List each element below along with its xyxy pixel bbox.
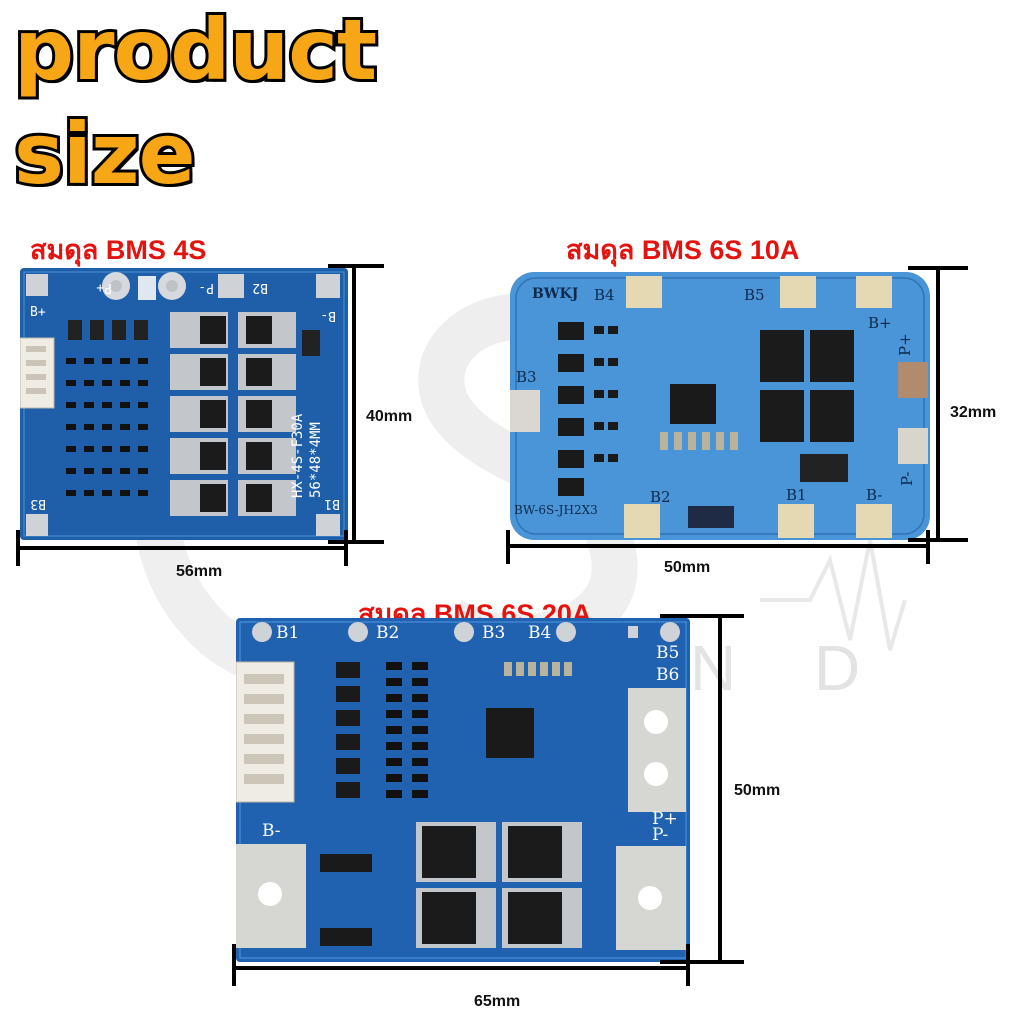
silk-model: HX-4S-F30A (290, 413, 306, 498)
silk-b2: B2 (376, 623, 399, 643)
silk-b4: B4 (594, 286, 615, 304)
ruler-tick (232, 944, 236, 986)
silk-b5: B5 (744, 286, 765, 304)
board-4s-image: P+ P- B2 B+ B- B3 B1 HX-4S-F30A 56*48*4M… (20, 268, 348, 540)
ruler-tick (686, 944, 690, 986)
silk-b3: B3 (482, 623, 505, 643)
ruler-tick (328, 264, 384, 268)
silk-p-plus: P+ (96, 280, 112, 295)
board-4s-height: 40mm (366, 408, 413, 425)
silk-b1: B1 (276, 623, 299, 643)
ruler-tick (908, 538, 968, 542)
silk-size: 56*48*4MM (308, 422, 324, 498)
ruler-tick (926, 530, 930, 564)
board-4s-height-ruler (352, 266, 356, 542)
silk-b-plus: B+ (30, 305, 46, 320)
silk-b2: B2 (650, 488, 671, 506)
ruler-tick (328, 540, 384, 544)
silk-b3: B3 (516, 368, 537, 386)
heading-product: product (11, 1, 380, 99)
board-4s-title: สมดุล BMS 4S (30, 235, 207, 265)
ruler-tick (16, 530, 20, 566)
silk-b3: B3 (30, 496, 46, 511)
ruler-tick (506, 530, 510, 564)
silk-b-plus: B+ (868, 314, 892, 332)
board-6s10a-height-ruler (936, 268, 940, 540)
board-6s20a-width-ruler (234, 966, 690, 970)
board-6s10a-width: 50mm (664, 559, 711, 576)
board-6s10a-width-ruler (508, 544, 930, 548)
silk-p-minus: P- (198, 280, 214, 295)
board-6s20a-pcb: B1 B2 B3 B4 B5 B6 B- P+ P- (236, 618, 690, 962)
ruler-tick (660, 614, 744, 618)
heading-size: size (11, 105, 199, 203)
ruler-tick (344, 530, 348, 566)
silk-b6: B6 (656, 665, 679, 685)
silk-p-plus: P+ (652, 809, 678, 829)
board-6s10a-pcb: BWKJ B4 B5 B3 B+ P+ P- B2 B1 B- BW-6S-JH… (510, 272, 930, 540)
silk-b-minus: B- (320, 308, 336, 323)
board-6s20a-image: B1 B2 B3 B4 B5 B6 B- P+ P- (236, 618, 690, 962)
silk-p-plus: P+ (896, 333, 914, 356)
board-4s-width-ruler (18, 546, 348, 550)
silk-b-minus: B- (866, 486, 882, 504)
silk-b2: B2 (252, 280, 268, 295)
silk-b4: B4 (528, 623, 551, 643)
board-6s20a-height: 50mm (734, 782, 781, 799)
silk-p-minus: P- (652, 825, 668, 845)
board-6s10a-height: 32mm (950, 404, 997, 421)
board-4s-pcb: P+ P- B2 B+ B- B3 B1 HX-4S-F30A 56*48*4M… (20, 268, 348, 540)
ruler-tick (660, 960, 744, 964)
silk-b-minus: B- (262, 821, 281, 841)
ruler-tick (908, 266, 968, 270)
board-6s20a-width: 65mm (474, 993, 521, 1010)
silk-b5: B5 (656, 643, 679, 663)
board-6s10a-title: สมดุล BMS 6S 10A (566, 235, 800, 265)
silk-b1: B1 (786, 486, 807, 504)
silk-brand: BWKJ (532, 286, 579, 302)
board-6s20a-height-ruler (718, 616, 722, 962)
board-6s10a-image: BWKJ B4 B5 B3 B+ P+ P- B2 B1 B- BW-6S-JH… (510, 272, 930, 540)
silk-p-minus: P- (898, 472, 916, 486)
silk-b1: B1 (324, 496, 340, 511)
board-4s-width: 56mm (176, 563, 223, 580)
pad-icon (26, 274, 48, 296)
silk-model: BW-6S-JH2X3 (514, 503, 598, 517)
